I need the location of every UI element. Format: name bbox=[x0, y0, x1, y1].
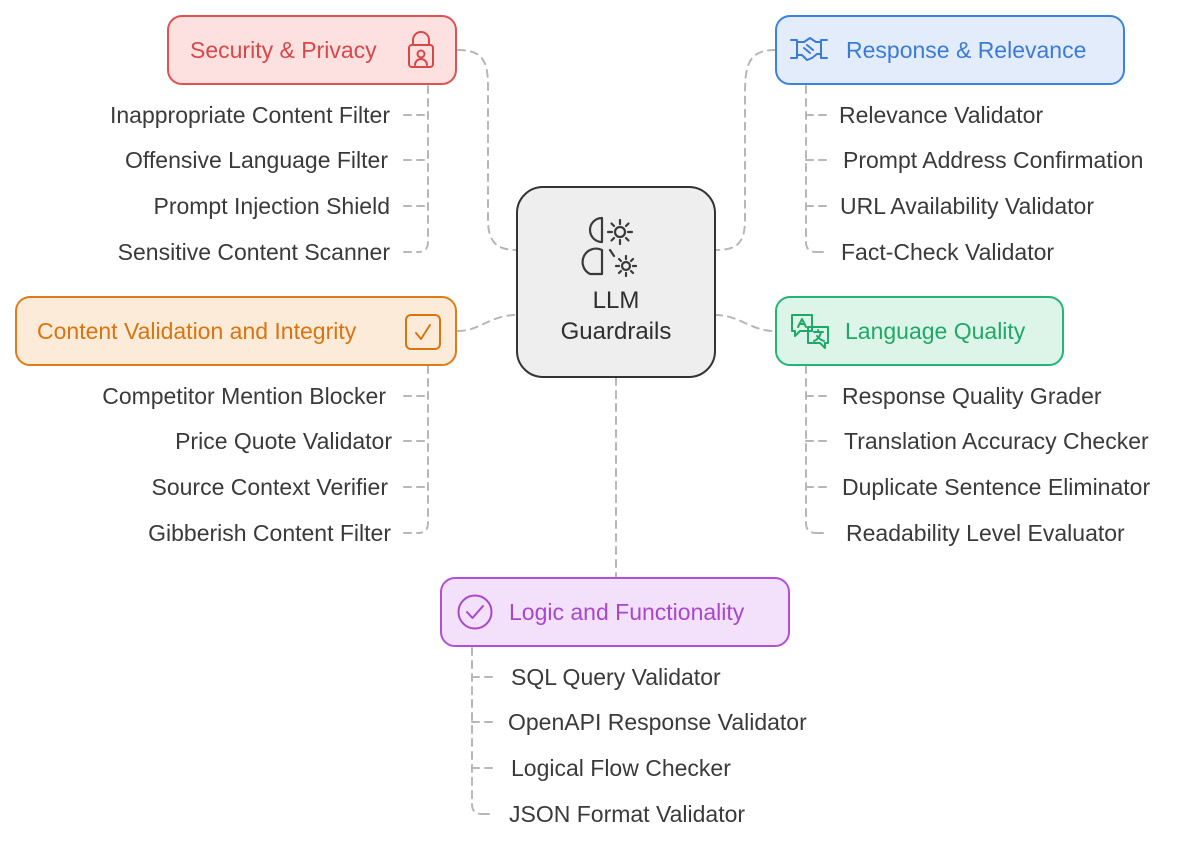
branch-connectors bbox=[403, 85, 829, 815]
list-item: Competitor Mention Blocker bbox=[102, 383, 386, 409]
list-item: JSON Format Validator bbox=[509, 801, 745, 827]
list-item: Duplicate Sentence Eliminator bbox=[842, 474, 1150, 500]
checkbox-icon bbox=[405, 314, 441, 350]
branch-language-trunk bbox=[805, 365, 817, 534]
lock-user-icon bbox=[408, 31, 434, 68]
category-logic[interactable]: Logic and Functionality bbox=[440, 577, 790, 647]
items-content: Competitor Mention Blocker Price Quote V… bbox=[102, 383, 392, 546]
list-item: Response Quality Grader bbox=[842, 383, 1102, 409]
center-title-line1: LLM bbox=[593, 287, 640, 314]
branch-content-trunk bbox=[417, 365, 429, 534]
list-item: Inappropriate Content Filter bbox=[110, 102, 390, 128]
handshake-icon bbox=[790, 37, 828, 61]
list-item: Translation Accuracy Checker bbox=[844, 428, 1149, 454]
list-item: Sensitive Content Scanner bbox=[118, 239, 391, 265]
list-item: Relevance Validator bbox=[839, 102, 1043, 128]
list-item: Gibberish Content Filter bbox=[148, 520, 391, 546]
list-item: SQL Query Validator bbox=[511, 664, 721, 690]
items-security: Inappropriate Content Filter Offensive L… bbox=[110, 102, 390, 265]
list-item: Prompt Address Confirmation bbox=[843, 147, 1143, 173]
connector-security bbox=[457, 49, 518, 251]
list-item: OpenAPI Response Validator bbox=[508, 709, 807, 735]
translate-icon bbox=[791, 314, 829, 349]
category-response-title: Response & Relevance bbox=[846, 37, 1086, 63]
connector-content bbox=[457, 314, 518, 332]
items-response: Relevance Validator Prompt Address Confi… bbox=[839, 102, 1143, 265]
category-security-title: Security & Privacy bbox=[190, 37, 377, 63]
category-logic-title: Logic and Functionality bbox=[509, 599, 745, 625]
list-item: Source Context Verifier bbox=[151, 474, 388, 500]
category-content[interactable]: Content Validation and Integrity bbox=[15, 296, 457, 366]
brain-gear-icon bbox=[581, 216, 638, 278]
branch-logic-trunk bbox=[471, 647, 483, 815]
list-item: Prompt Injection Shield bbox=[153, 193, 390, 219]
items-logic: SQL Query Validator OpenAPI Response Val… bbox=[508, 664, 807, 827]
list-item: Logical Flow Checker bbox=[511, 755, 731, 781]
items-language: Response Quality Grader Translation Accu… bbox=[842, 383, 1150, 546]
center-connectors bbox=[457, 49, 776, 579]
category-language[interactable]: Language Quality bbox=[775, 296, 1064, 366]
list-item: Offensive Language Filter bbox=[125, 147, 388, 173]
category-security[interactable]: Security & Privacy bbox=[167, 15, 457, 85]
connector-language bbox=[714, 314, 776, 332]
center-node[interactable]: LLM Guardrails bbox=[516, 186, 716, 378]
category-response[interactable]: Response & Relevance bbox=[775, 15, 1125, 85]
list-item: Readability Level Evaluator bbox=[846, 520, 1125, 546]
branch-response-trunk bbox=[805, 85, 817, 253]
category-content-title: Content Validation and Integrity bbox=[37, 318, 357, 344]
list-item: Price Quote Validator bbox=[175, 428, 392, 454]
branch-security-trunk bbox=[417, 85, 429, 253]
center-title-line2: Guardrails bbox=[561, 318, 672, 345]
category-language-title: Language Quality bbox=[845, 318, 1026, 344]
list-item: Fact-Check Validator bbox=[841, 239, 1054, 265]
connector-response bbox=[714, 49, 776, 251]
check-circle-icon bbox=[457, 594, 493, 630]
list-item: URL Availability Validator bbox=[840, 193, 1094, 219]
